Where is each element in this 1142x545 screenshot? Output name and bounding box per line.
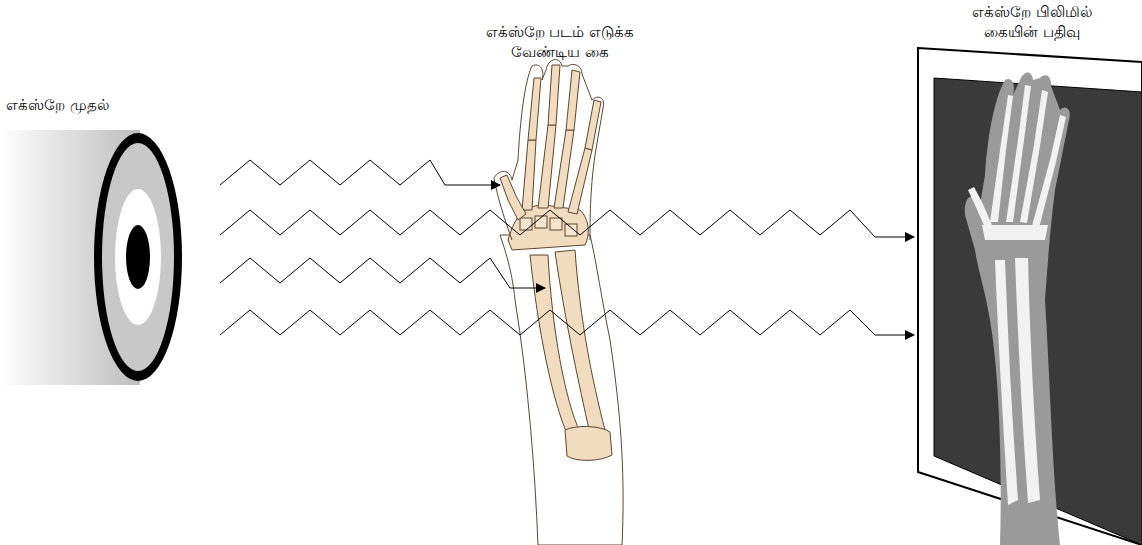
- source-label: எக்ஸ்றே முதல்: [6, 95, 109, 115]
- xray-beams: [220, 160, 914, 335]
- hand-label: எக்ஸ்றே படம் எடுக்க வேண்டிய கை: [483, 22, 637, 63]
- arm-illustration: [494, 60, 623, 545]
- xray-source: [0, 130, 182, 385]
- xray-film: [918, 48, 1142, 545]
- film-label: எக்ஸ்றே பிலிமில் கையின் பதிவு: [965, 2, 1100, 43]
